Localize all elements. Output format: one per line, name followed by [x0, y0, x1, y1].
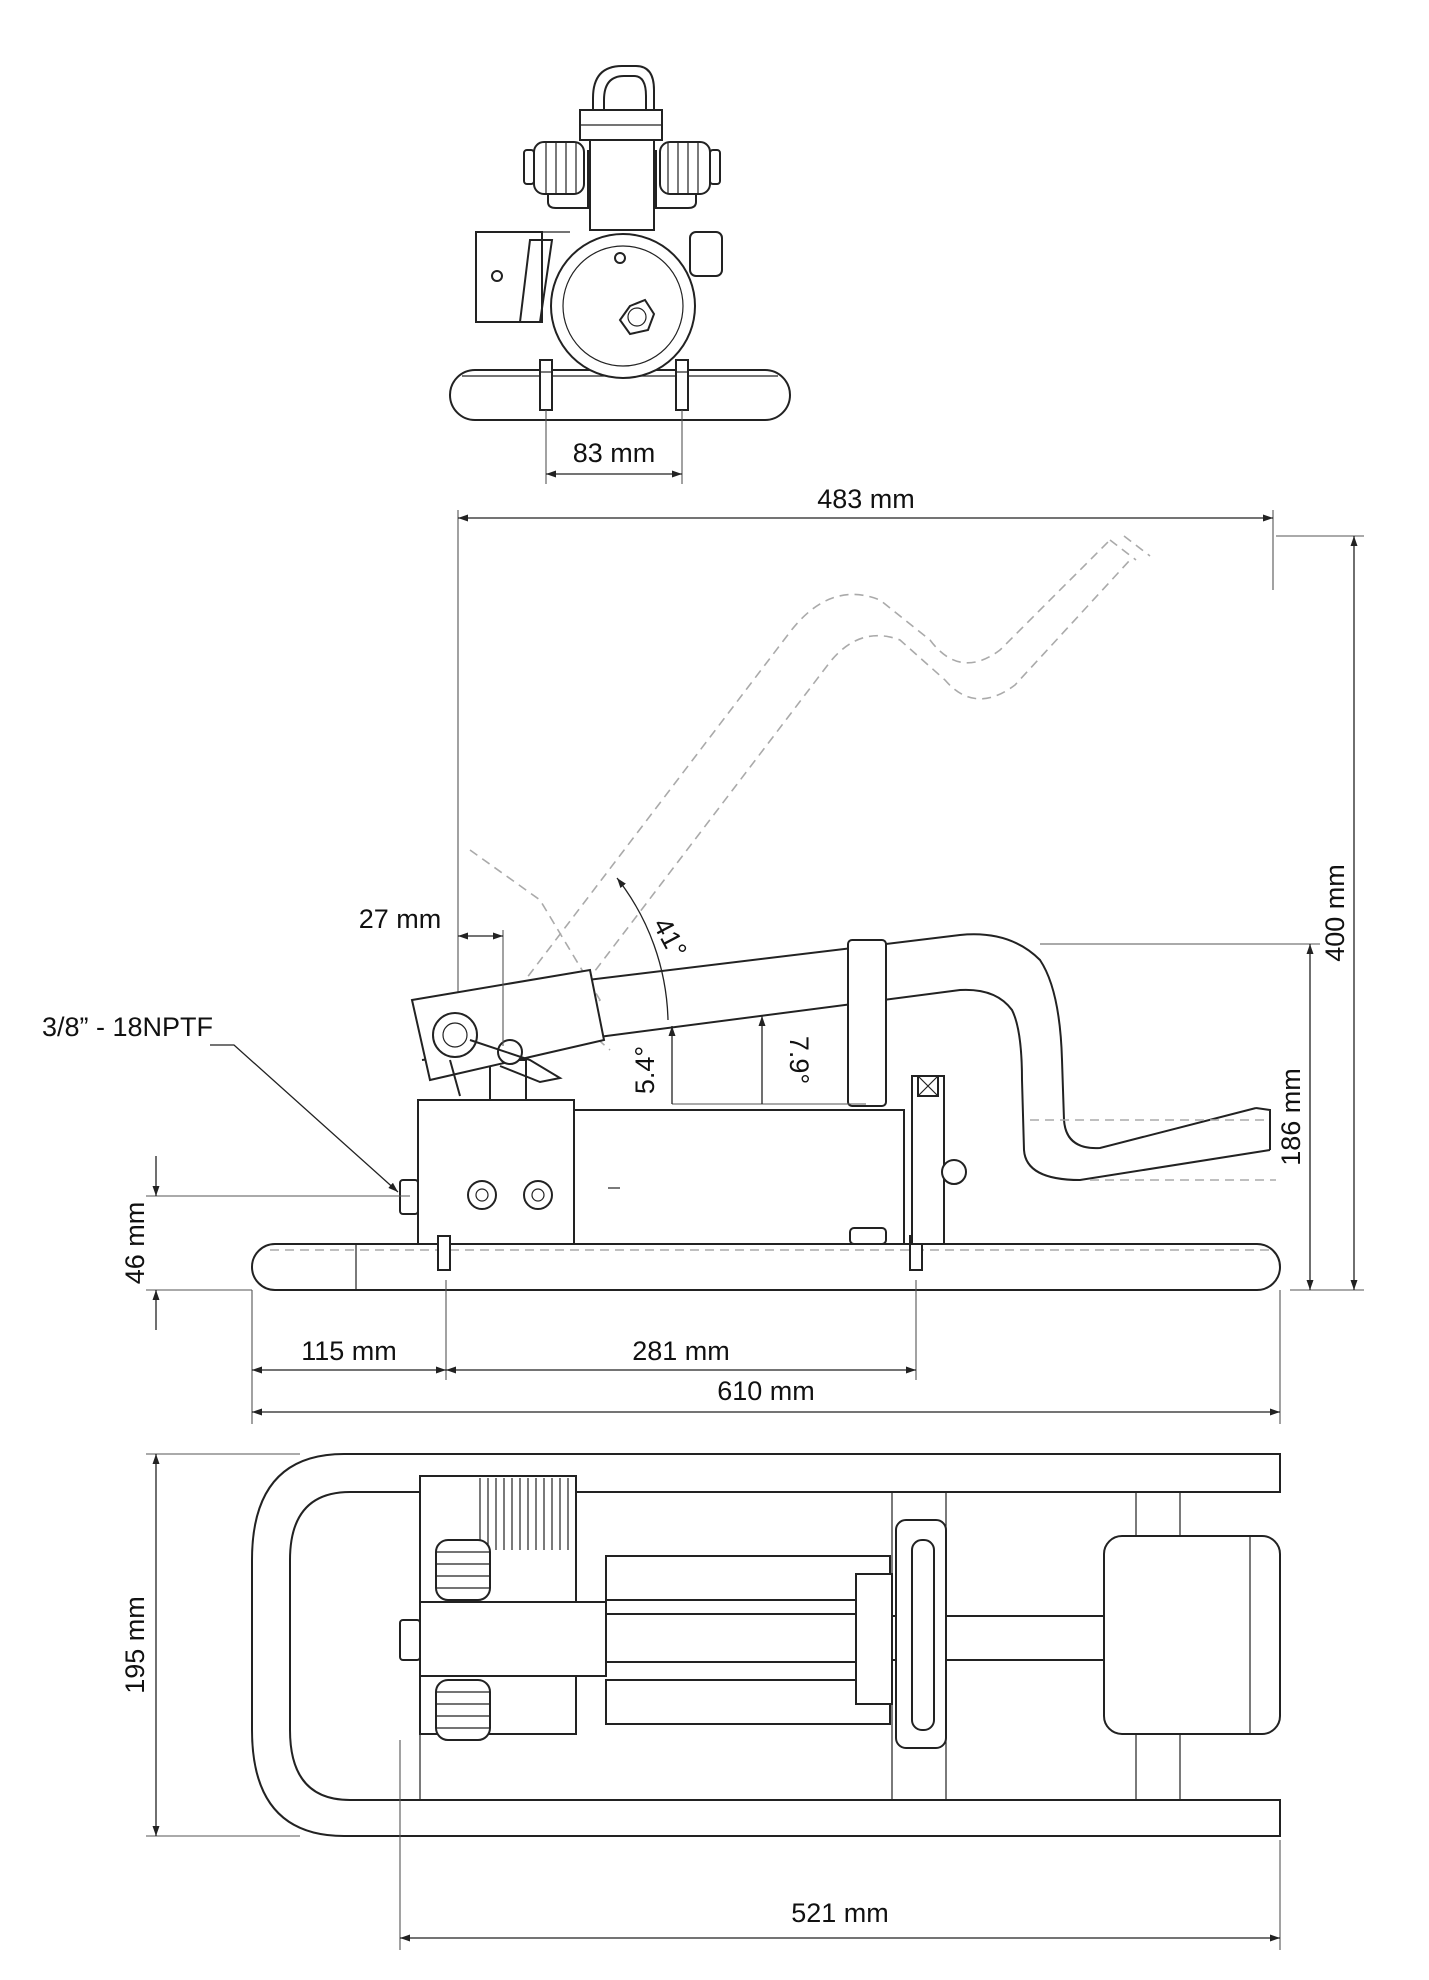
- angle-arc-41: [616, 877, 669, 1021]
- side-lever-clamp: [847, 939, 887, 1107]
- dim-label-overall-width: 483 mm: [817, 484, 915, 514]
- angle-label-rest: 5.4°: [630, 1046, 660, 1094]
- dim-label-bolt-spacing: 281 mm: [632, 1336, 730, 1366]
- front-side-cap: [689, 231, 723, 277]
- front-yoke: [547, 150, 697, 209]
- top-lever-housing: [419, 1601, 607, 1677]
- top-port-fitting: [399, 1619, 421, 1661]
- angle-label-max-travel: 41°: [647, 913, 693, 963]
- top-rod-upper: [605, 1555, 891, 1601]
- top-spring-upper: [435, 1539, 491, 1601]
- front-valve-block: [475, 231, 543, 323]
- dim-label-pivot-offset: 27 mm: [359, 904, 442, 934]
- side-pivot: [432, 1012, 478, 1058]
- side-port-left: [467, 1180, 497, 1210]
- dim-label-frame-length: 521 mm: [791, 1898, 889, 1928]
- callout-label-port-thread: 3/8” - 18NPTF: [42, 1012, 213, 1042]
- dim-label-front-bolt-spacing: 83 mm: [573, 438, 656, 468]
- left-spring: [523, 141, 585, 195]
- front-hex-nut: [618, 298, 656, 336]
- top-spring-lower: [435, 1679, 491, 1741]
- dim-label-pedal-height: 186 mm: [1276, 1068, 1306, 1166]
- dim-label-overall-length: 610 mm: [717, 1376, 815, 1406]
- front-bolt-left: [539, 359, 553, 411]
- dim-label-overall-height: 400 mm: [1320, 864, 1350, 962]
- dim-label-front-to-bolt: 115 mm: [301, 1336, 397, 1366]
- right-spring: [659, 141, 721, 195]
- side-bolt-front: [437, 1235, 451, 1271]
- top-lever-clamp: [855, 1573, 893, 1705]
- side-piston-guide: [489, 1059, 527, 1101]
- side-pedal-lever: [410, 933, 1276, 1182]
- top-view: [251, 1453, 1281, 1837]
- front-lever-hook: [592, 65, 655, 150]
- callout-leader-port: [210, 1044, 399, 1193]
- side-base-tube: [251, 1243, 1281, 1291]
- side-rear-post: [911, 1075, 945, 1245]
- top-rod-lower: [605, 1679, 891, 1725]
- front-bolt-right: [675, 359, 689, 411]
- front-lever-arm: [589, 139, 655, 231]
- dim-label-port-height: 46 mm: [120, 1202, 150, 1285]
- side-port-right: [523, 1180, 553, 1210]
- front-view: [449, 65, 791, 421]
- side-valve-block: [417, 1099, 575, 1245]
- top-piston-rod: [605, 1613, 857, 1663]
- pedal-raised-position: [509, 535, 1151, 1051]
- side-pump-reservoir: [573, 1109, 905, 1245]
- front-pump-cylinder: [550, 233, 696, 379]
- angle-label-pedal: 7.9°: [784, 1036, 814, 1084]
- side-port-fitting: [399, 1179, 419, 1215]
- top-base-frame: [251, 1453, 1281, 1837]
- dim-label-frame-width: 195 mm: [120, 1596, 150, 1694]
- top-pedal-pad: [1103, 1535, 1281, 1735]
